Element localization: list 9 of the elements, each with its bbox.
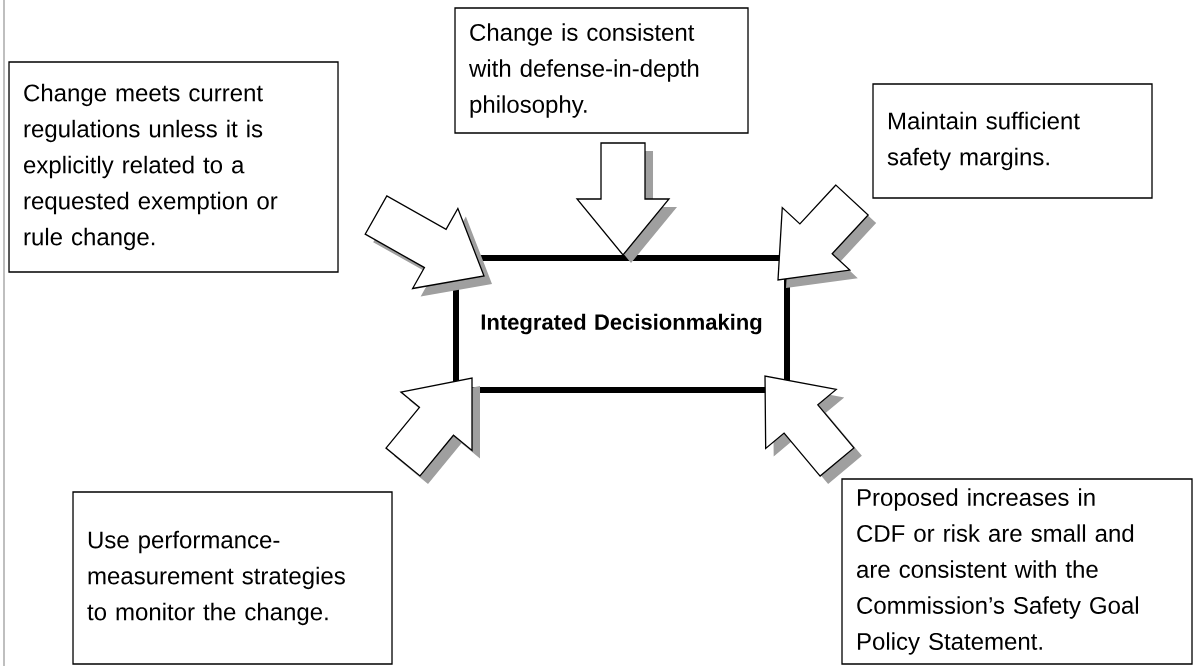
text-box: Maintain sufficient safety margins. [872, 83, 1153, 199]
block-arrow [575, 142, 677, 263]
text-box: Use performance-measurement strategies to monitor the change. [72, 491, 393, 665]
block-arrow [764, 375, 862, 485]
block-arrow [777, 184, 877, 288]
text-box: Change meets current regulations unless it is explicitly related to a requested exemption or rule change. [8, 61, 339, 273]
block-arrow [385, 377, 480, 484]
text-box: Change is consistent with defense-in-depth philosophy. [454, 7, 749, 134]
text-box: Proposed increases in CDF or risk are small and are consistent with the Commission’s Safety Goal Policy Statement. [841, 478, 1193, 665]
